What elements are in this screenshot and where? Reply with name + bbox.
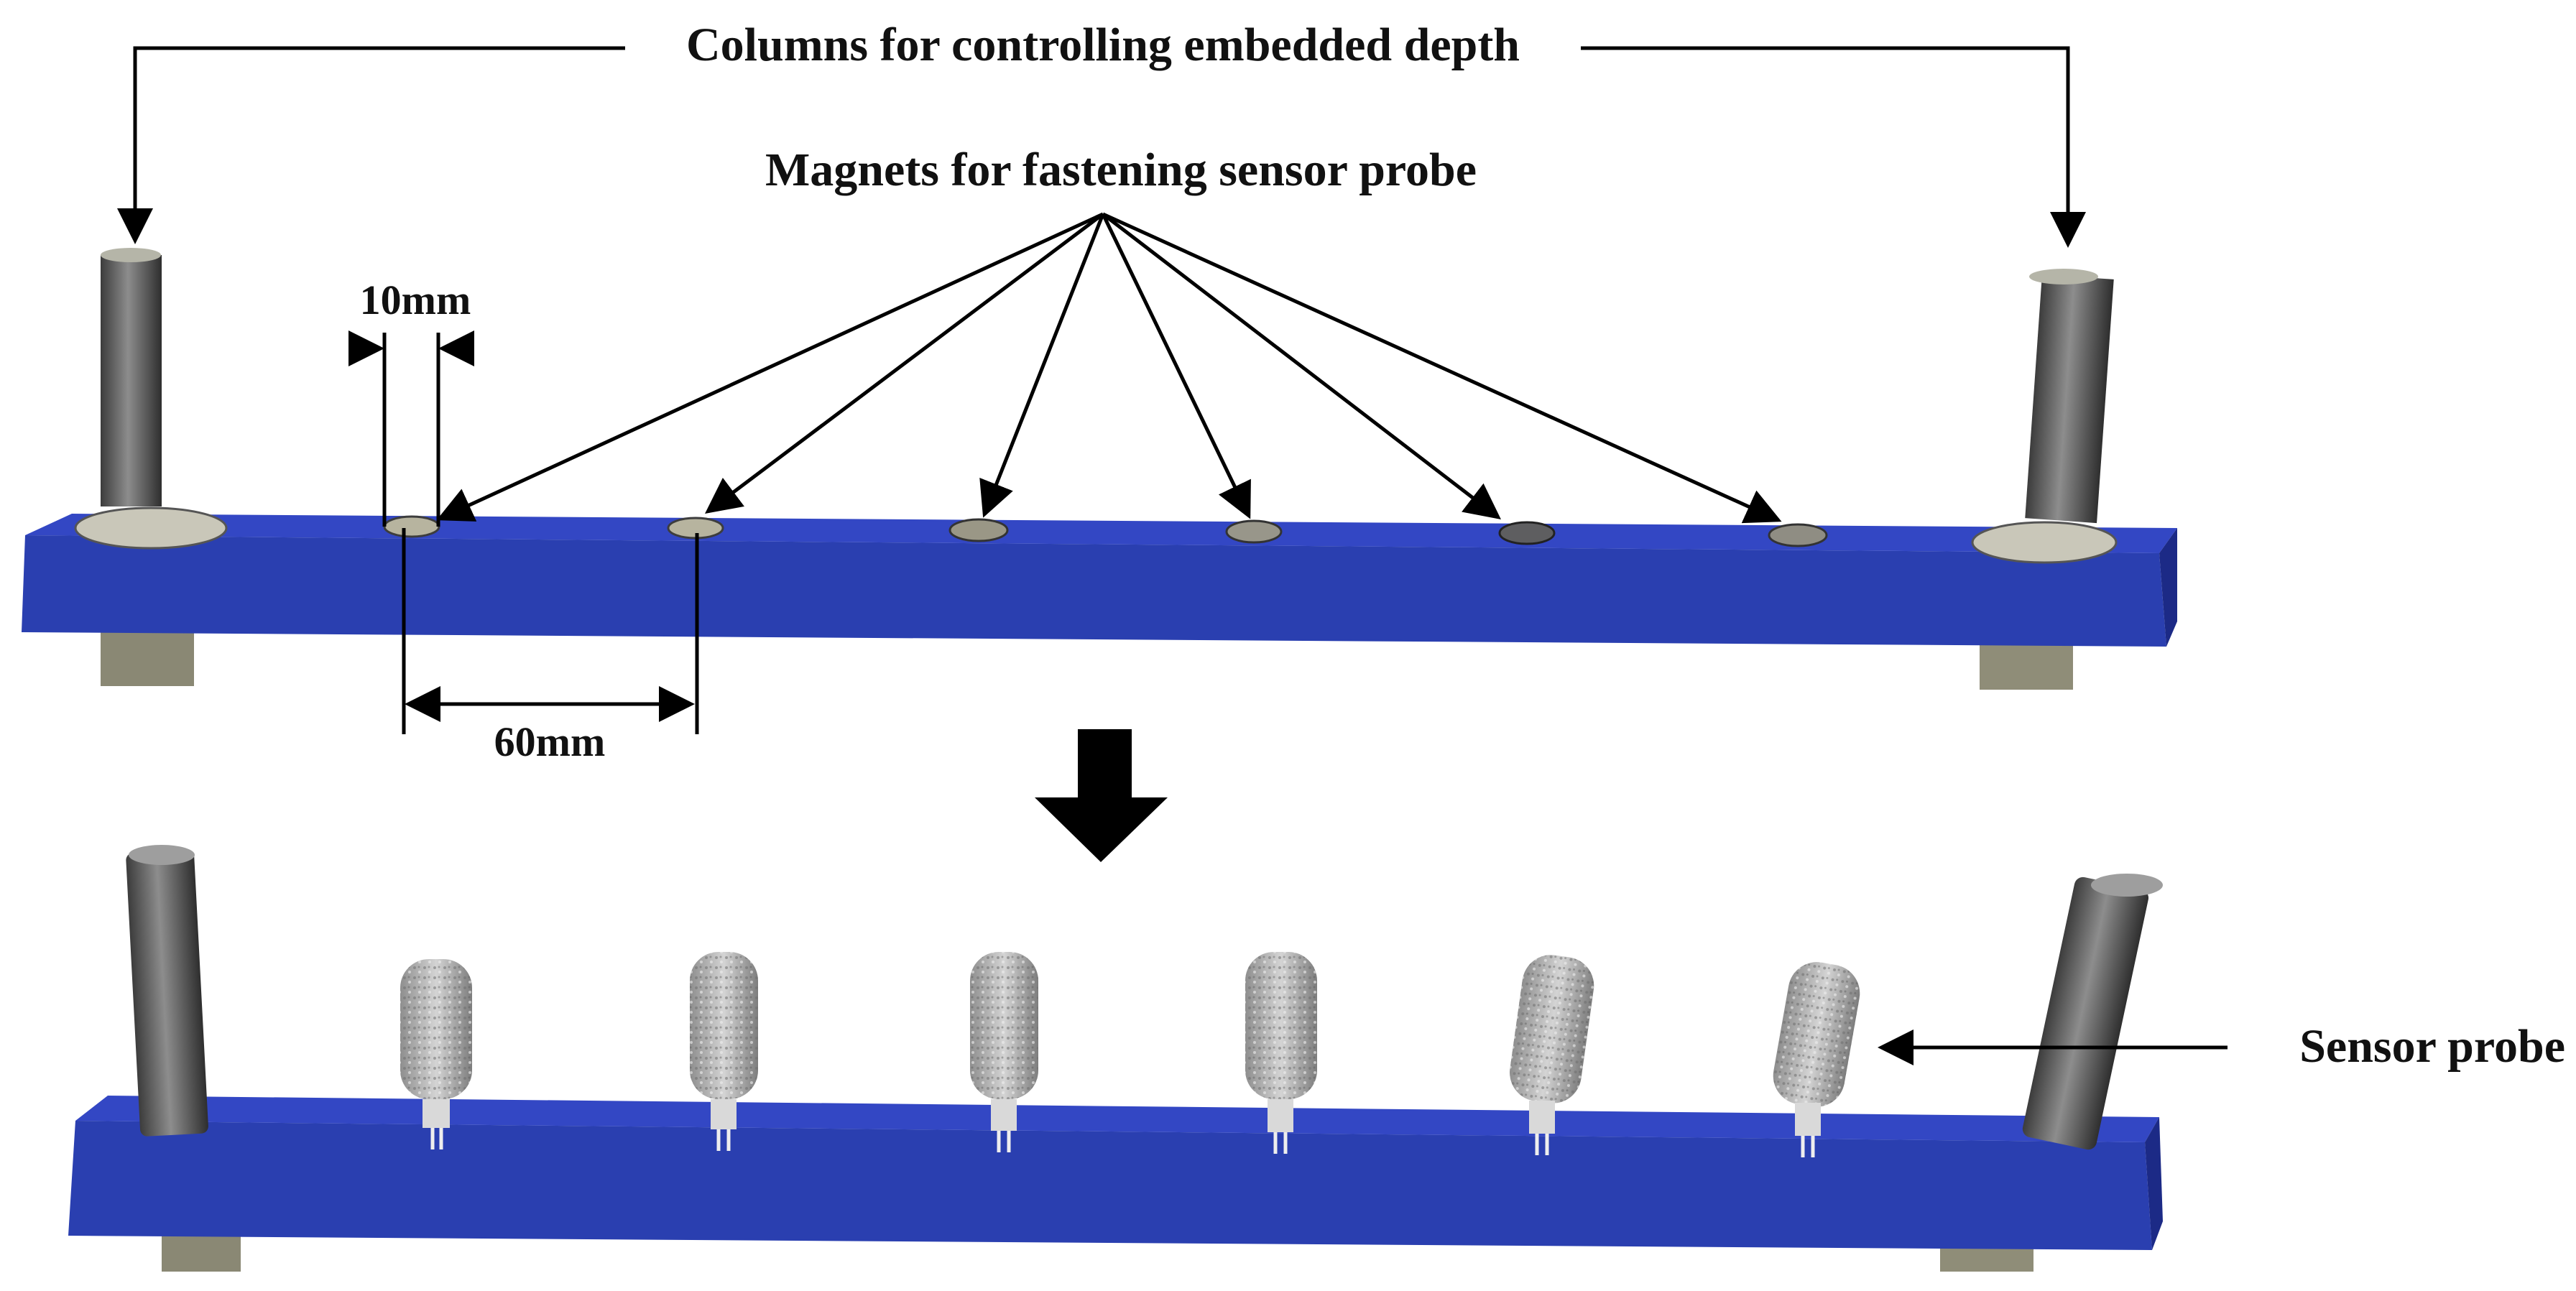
column-right (2022, 874, 2163, 1150)
sensor-probe (970, 952, 1038, 1152)
down-arrow-icon (1035, 729, 1168, 862)
fixture-after (68, 845, 2163, 1272)
sensor-probe (1773, 962, 1860, 1157)
blue-bar-front (68, 1121, 2152, 1250)
magnets-label: Magnets for fastening sensor probe (765, 144, 1477, 196)
blue-bar-end (2159, 528, 2177, 647)
column-left (74, 248, 228, 550)
sensor-probe (1245, 952, 1317, 1154)
column-left (126, 845, 208, 1137)
sensor-probe (400, 959, 472, 1149)
columns-label: Columns for controlling embedded depth (686, 19, 1520, 71)
blue-bar-end (2145, 1117, 2163, 1250)
blue-bar-front (22, 535, 2166, 647)
magnet (948, 518, 1009, 542)
magnets-annotation-lines (436, 212, 1782, 524)
label-10mm: 10mm (360, 277, 471, 323)
sensor-probes (400, 952, 1860, 1157)
magnet (1498, 521, 1556, 545)
column-right (1971, 269, 2118, 564)
dimension-10mm (348, 330, 474, 527)
blue-bar (75, 1096, 2159, 1142)
sensor-probe-label: Sensor probe (2299, 1020, 2565, 1073)
magnet (383, 515, 440, 538)
blue-bar (25, 514, 2177, 553)
nut-left (101, 629, 194, 686)
dimension-60mm (402, 528, 699, 734)
sensor-probe (690, 952, 758, 1151)
fixture-before (22, 248, 2177, 690)
magnet (1768, 523, 1828, 547)
sensor-probe (1510, 955, 1594, 1155)
magnet (1225, 519, 1283, 544)
label-60mm: 60mm (494, 718, 606, 765)
columns-annotation (117, 46, 2086, 248)
